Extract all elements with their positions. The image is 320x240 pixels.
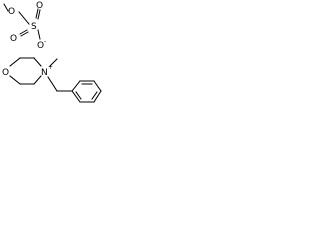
top-oxygen-label: O (36, 1, 43, 11)
phenyl-bond-4 (93, 90, 102, 103)
n-methyl-bond (49, 58, 58, 67)
chemical-structure: O S O O O - O N + (2, 1, 102, 103)
ring-bond-c-n-upper (33, 57, 42, 67)
phenyl-bond-1 (71, 80, 81, 92)
s-o-anion-bond (37, 29, 41, 40)
phenyl-bond-6 (71, 90, 81, 103)
left-oxygen-label: O (10, 34, 17, 44)
methyl-bond (3, 3, 9, 12)
phenyl-inner-double-3 (75, 91, 82, 100)
ring-nitrogen-label: N (41, 68, 48, 78)
s-o-top-double-bond-a (35, 8, 39, 19)
ring-bond-o-c-upper (9, 57, 21, 67)
nitrogen-charge-label: + (48, 64, 53, 71)
s-o-top-double-bond-b (37, 9, 41, 20)
ring-oxygen-label: O (2, 68, 9, 78)
ring-bond-n-c-lower (33, 75, 42, 85)
morpholinium-cation: O N + (2, 57, 102, 103)
s-o-left-double-bond-b (20, 31, 29, 37)
methoxy-oxygen-label: O (8, 7, 15, 17)
anion-charge-label: - (44, 38, 46, 45)
anionic-oxygen-label: O (37, 41, 44, 51)
n-ch2-bond (47, 76, 58, 92)
phenyl-bond-3 (93, 80, 102, 92)
o-s-bond (18, 11, 30, 25)
ring-bond-c-o-lower (9, 75, 21, 85)
methyl-sulfate-anion: O S O O O - (3, 1, 46, 51)
s-o-left-double-bond-a (19, 29, 28, 35)
sulfur-label: S (31, 22, 37, 32)
phenyl-inner-double-2 (91, 91, 98, 100)
